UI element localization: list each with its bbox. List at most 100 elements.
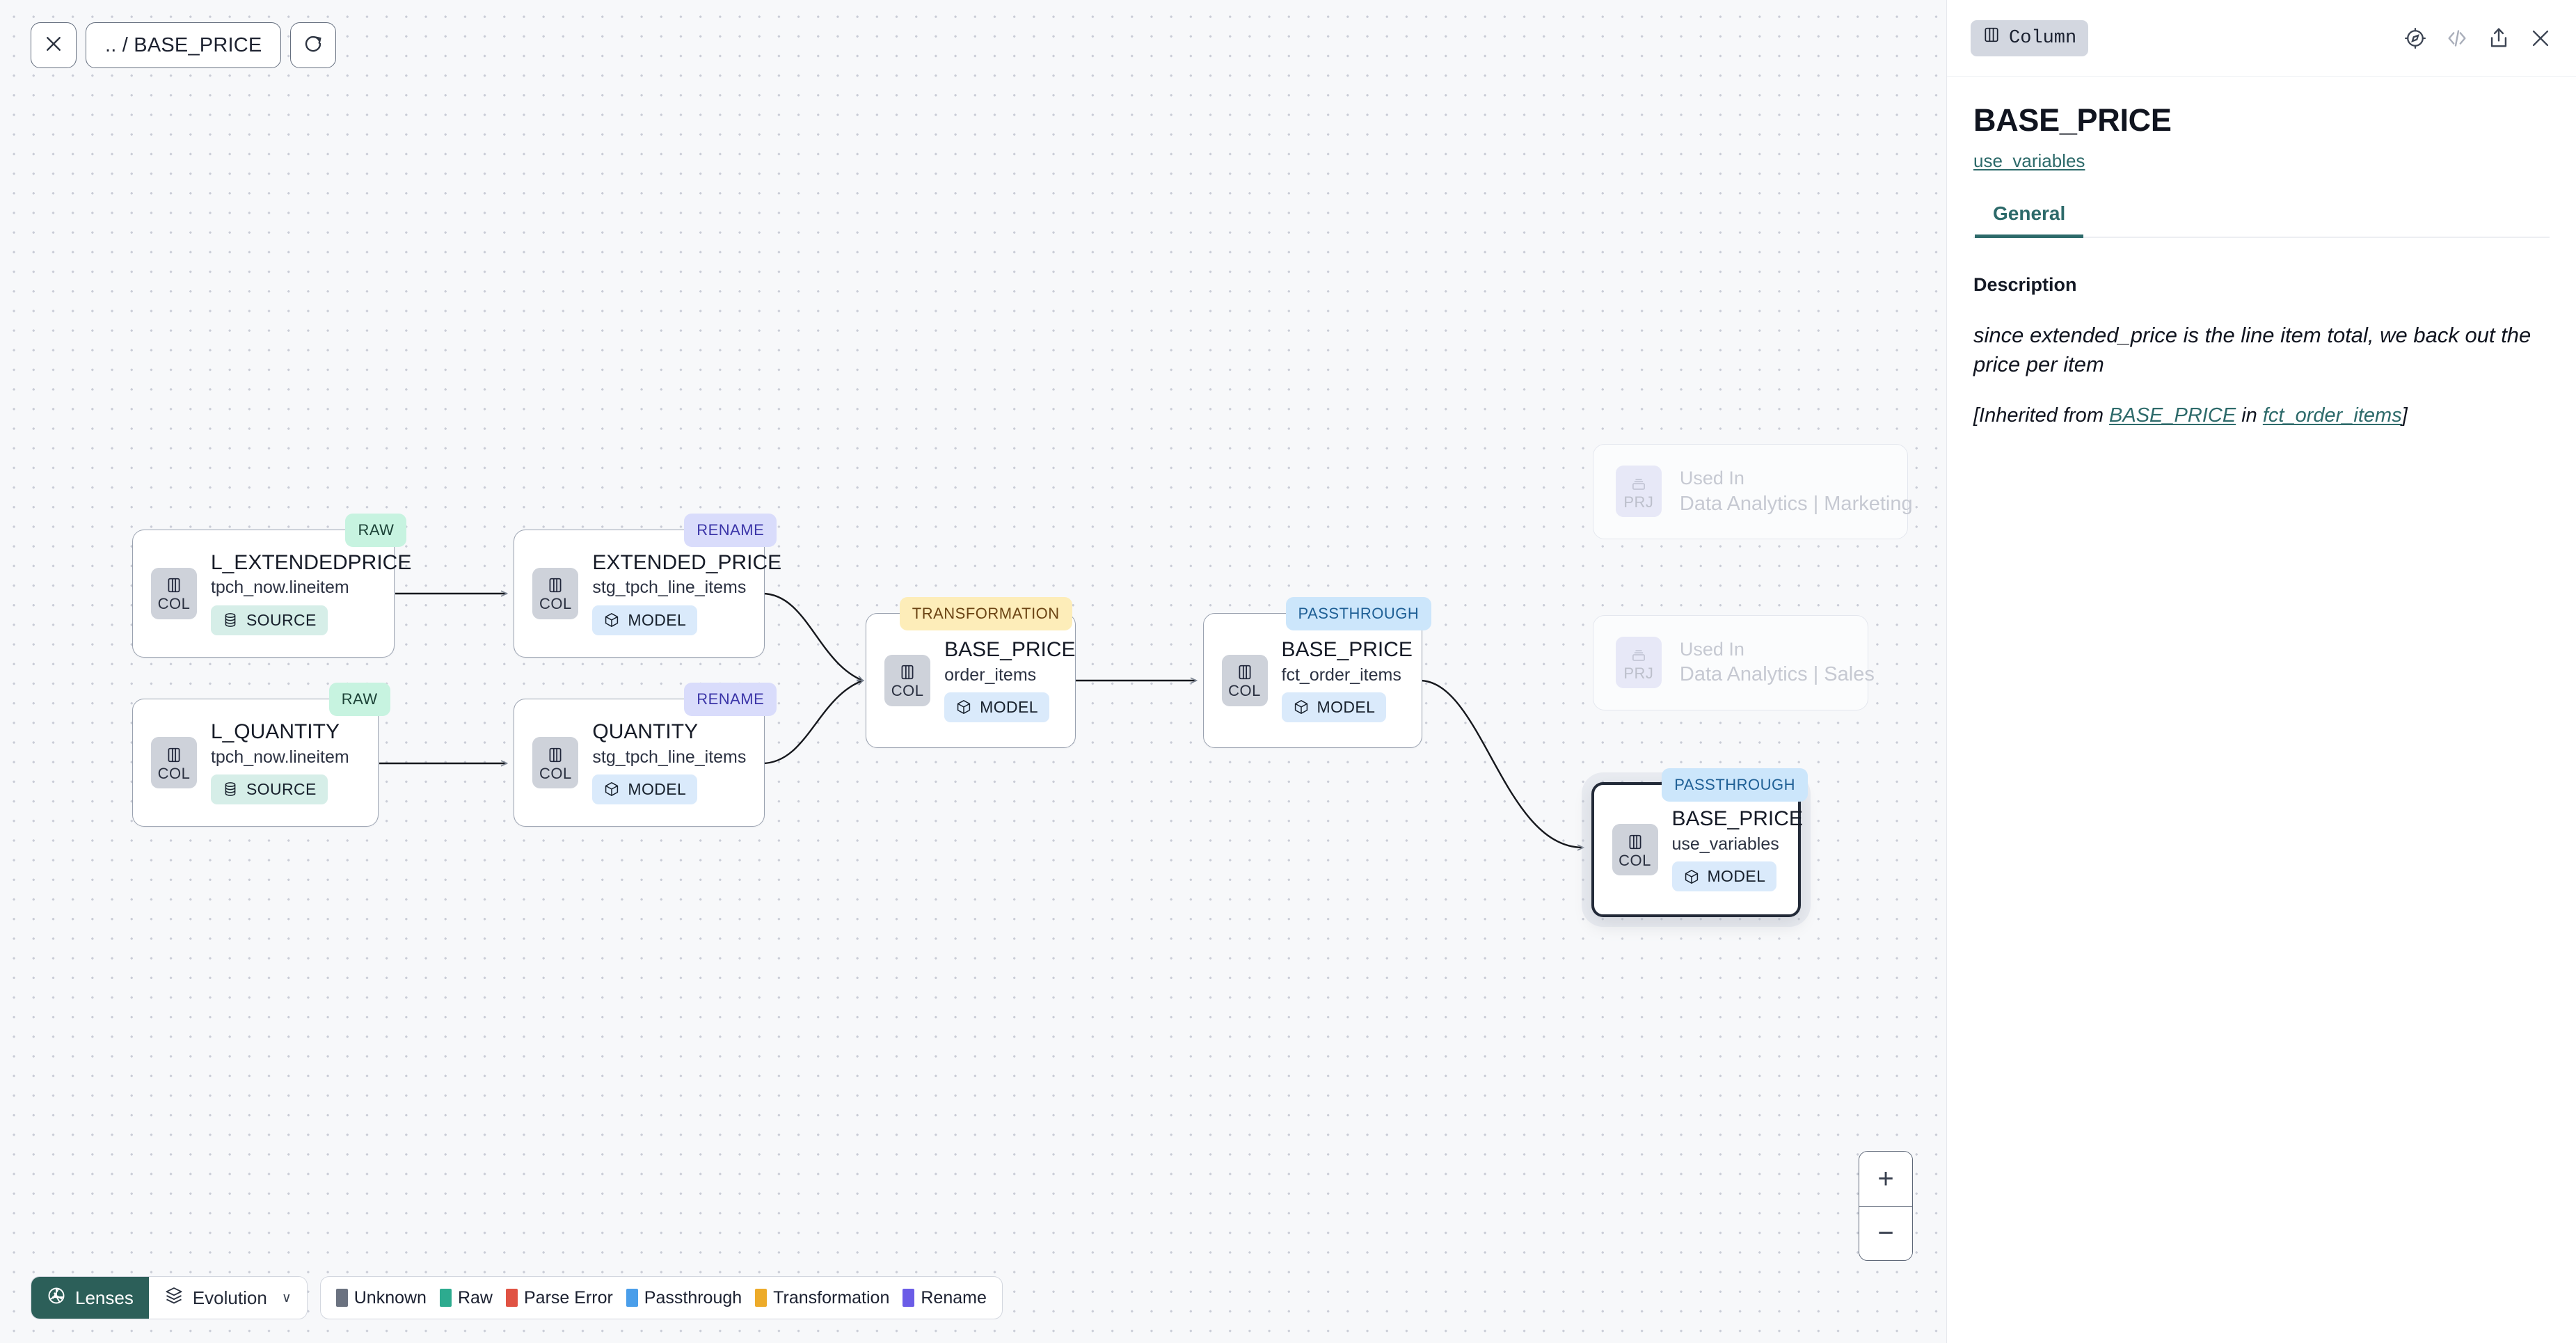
canvas-bottom-bar: Lenses Evolution ∨ Unknown Raw Parse Error… (31, 1276, 1003, 1319)
legend-swatch (336, 1289, 348, 1307)
project-icon (1630, 473, 1648, 494)
legend-label: Transformation (773, 1288, 889, 1308)
inherited-model-link[interactable]: fct_order_items (2263, 404, 2402, 427)
zoom-controls: + − (1859, 1151, 1913, 1261)
used-in-node[interactable]: PRJUsed InData Analytics | Marketing (1593, 444, 1909, 539)
project-kind-chip: PRJ (1616, 637, 1662, 688)
refresh-button[interactable] (290, 22, 336, 68)
node-asset-pill: MODEL (1282, 692, 1387, 722)
legend-swatch (506, 1289, 518, 1307)
node-kind-chip: COL (1612, 824, 1658, 875)
lineage-node[interactable]: PASSTHROUGHCOLBASE_PRICEuse_variablesMOD… (1591, 782, 1802, 917)
panel-tabs: General (1973, 202, 2550, 238)
legend-swatch (755, 1289, 767, 1307)
entity-type-label: Column (2009, 28, 2076, 49)
column-icon (1236, 662, 1254, 683)
code-icon[interactable] (2445, 26, 2469, 50)
details-panel-body: BASE_PRICE use_variables General Descrip… (1947, 77, 2576, 427)
node-title: L_QUANTITY (211, 721, 349, 743)
legend-item[interactable]: Parse Error (506, 1288, 613, 1308)
chevron-down-icon: ∨ (282, 1290, 292, 1306)
cube-icon (603, 612, 620, 628)
node-kind-chip: COL (884, 655, 930, 706)
lineage-node[interactable]: TRANSFORMATIONCOLBASE_PRICEorder_itemsMO… (866, 613, 1076, 748)
column-icon (1626, 832, 1644, 852)
node-subtitle: tpch_now.lineitem (211, 748, 349, 766)
project-icon (1630, 644, 1648, 665)
node-type-badge: RENAME (684, 683, 777, 716)
legend-item[interactable]: Unknown (336, 1288, 427, 1308)
evolution-label: Evolution (193, 1287, 267, 1309)
lenses-label: Lenses (75, 1287, 134, 1309)
lineage-legend: Unknown Raw Parse Error Passthrough Transfor… (320, 1276, 1003, 1319)
zoom-out-button[interactable]: − (1859, 1207, 1912, 1261)
parent-model-link[interactable]: use_variables (1973, 150, 2085, 172)
legend-item[interactable]: Raw (440, 1288, 493, 1308)
close-panel-icon[interactable] (2529, 26, 2552, 50)
node-title: QUANTITY (592, 721, 743, 743)
page-title: BASE_PRICE (1973, 104, 2550, 136)
node-subtitle: order_items (944, 666, 1054, 684)
panel-header-actions (2403, 26, 2552, 50)
lineage-canvas[interactable]: .. / BASE_PRICE RAWCOLL_EXTENDEDPRICEtpc… (0, 0, 1946, 1343)
node-subtitle: stg_tpch_line_items (592, 578, 743, 596)
breadcrumb: .. / BASE_PRICE (86, 34, 280, 57)
node-kind-chip: COL (151, 737, 197, 788)
node-asset-pill: MODEL (944, 692, 1049, 722)
legend-item[interactable]: Transformation (755, 1288, 889, 1308)
inherited-suffix: ] (2402, 404, 2408, 427)
lineage-node[interactable]: RENAMECOLEXTENDED_PRICEstg_tpch_line_ite… (514, 530, 765, 658)
node-kind-chip: COL (1222, 655, 1268, 706)
node-subtitle: stg_tpch_line_items (592, 748, 743, 766)
column-icon (898, 662, 916, 683)
evolution-dropdown[interactable]: Evolution ∨ (149, 1277, 307, 1319)
lineage-node[interactable]: RAWCOLL_EXTENDEDPRICEtpch_now.lineitemSO… (132, 530, 395, 658)
legend-item[interactable]: Rename (903, 1288, 987, 1308)
node-subtitle: fct_order_items (1282, 666, 1401, 684)
description-text: since extended_price is the line item to… (1973, 321, 2534, 379)
legend-swatch (626, 1289, 638, 1307)
zoom-in-button[interactable]: + (1859, 1152, 1912, 1207)
lenses-button[interactable]: Lenses (31, 1277, 149, 1319)
used-in-label: Used In (1680, 468, 1887, 488)
used-in-label: Used In (1680, 639, 1847, 659)
used-in-project: Data Analytics | Marketing (1680, 493, 1887, 514)
lineage-node[interactable]: PASSTHROUGHCOLBASE_PRICEfct_order_itemsM… (1203, 613, 1423, 748)
cube-icon (955, 699, 972, 715)
node-subtitle: tpch_now.lineitem (211, 578, 374, 596)
node-subtitle: use_variables (1672, 835, 1778, 853)
legend-label: Passthrough (644, 1288, 742, 1308)
node-title: EXTENDED_PRICE (592, 552, 743, 574)
legend-label: Raw (458, 1288, 493, 1308)
aperture-icon (47, 1286, 66, 1310)
details-panel-header: Column (1947, 0, 2576, 77)
description-label: Description (1973, 274, 2550, 296)
legend-label: Parse Error (524, 1288, 613, 1308)
cube-icon (1293, 699, 1310, 715)
node-title: BASE_PRICE (944, 639, 1054, 661)
used-in-node[interactable]: PRJUsed InData Analytics | Sales (1593, 615, 1869, 710)
entity-type-chip: Column (1971, 20, 2088, 56)
legend-item[interactable]: Passthrough (626, 1288, 742, 1308)
legend-swatch (903, 1289, 914, 1307)
database-icon (222, 781, 239, 797)
tab-general[interactable]: General (1975, 202, 2083, 237)
breadcrumb-button[interactable]: .. / BASE_PRICE (86, 22, 281, 68)
node-asset-pill: MODEL (1672, 861, 1777, 891)
node-type-badge: PASSTHROUGH (1662, 768, 1808, 802)
lens-controls: Lenses Evolution ∨ (31, 1276, 308, 1319)
column-icon (165, 575, 183, 596)
share-icon[interactable] (2487, 26, 2511, 50)
lineage-node[interactable]: RAWCOLL_QUANTITYtpch_now.lineitemSOURCE (132, 699, 379, 827)
node-kind-chip: COL (151, 568, 197, 619)
node-asset-pill: MODEL (592, 605, 697, 635)
cube-icon (603, 781, 620, 797)
node-title: BASE_PRICE (1672, 808, 1778, 830)
inherited-column-link[interactable]: BASE_PRICE (2109, 404, 2236, 427)
close-graph-button[interactable] (31, 22, 77, 68)
layers-icon (164, 1286, 184, 1310)
lineage-node[interactable]: RENAMECOLQUANTITYstg_tpch_line_itemsMODE… (514, 699, 765, 827)
explore-icon[interactable] (2403, 26, 2427, 50)
legend-label: Unknown (354, 1288, 427, 1308)
